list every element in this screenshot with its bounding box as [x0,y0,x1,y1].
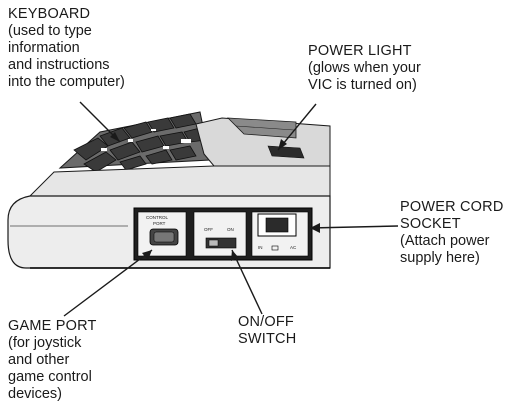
game-port-desc-line-1: (for joystick [8,335,82,351]
arrowhead-keyboard [110,132,120,142]
game-port-heading: GAME PORT [8,318,97,334]
power-light-heading: POWER LIGHT [308,43,412,59]
arrowhead-game-port [142,250,152,260]
case-bevel [28,165,331,197]
arrowhead-on-off [231,250,239,261]
keyboard-heading: KEYBOARD [8,6,91,22]
key-highlights [101,129,191,151]
keyboard-keys [73,113,207,173]
power-light-desc-line-2: VIC is turned on) [308,77,417,93]
control-port-label-line2: PORT [153,221,166,226]
ridge-line [235,125,295,131]
game-port-desc-line-2: and other [8,352,70,368]
switch-bay [193,211,247,257]
power-cord-desc-line-1: (Attach power [400,233,490,249]
power-socket-hole [265,217,289,233]
power-light-desc-line-1: (glows when your [308,60,421,76]
power-cord-desc-line-2: supply here) [400,250,480,266]
leader-game-port [63,249,153,317]
keyboard-desc-line-3: and instructions [8,57,110,73]
callout-power-cord-socket: POWER CORD SOCKET (Attach power supply h… [400,199,504,267]
power-cord-heading-line-1: POWER CORD [400,199,504,215]
power-socket-mark [271,245,279,251]
switch-off-label: OFF [204,227,213,232]
game-port-desc-line-4: devices) [8,386,62,402]
callout-game-port: GAME PORT (for joystick and other game c… [8,318,97,403]
callout-on-off-switch: ON/OFF SWITCH [238,314,296,348]
leader-power-cord [309,225,399,229]
switch-on-label: ON [227,227,234,232]
game-port-desc-line-3: game control [8,369,92,385]
leader-arrowheads [110,132,320,261]
power-light-lens [267,145,305,159]
on-off-heading-line-1: ON/OFF [238,314,294,330]
callout-power-light: POWER LIGHT (glows when your VIC is turn… [308,43,421,94]
control-port-inner [153,231,175,243]
arrowhead-power-light [278,139,287,150]
keyboard-desc-line-1: (used to type [8,23,92,39]
control-port-label-line1: CONTROL [146,215,168,220]
callout-keyboard: KEYBOARD (used to type information and i… [8,6,125,91]
switch-toggle [208,239,219,247]
on-off-heading-line-2: SWITCH [238,331,297,347]
power-socket-label-right: AC [290,245,297,250]
arrowhead-power-cord [310,223,320,233]
power-socket-label-left: IN [258,245,263,250]
power-cord-heading-line-2: SOCKET [400,216,461,232]
switch-slot [205,237,237,249]
keyboard-desc-line-2: information [8,40,80,56]
leader-on-off [231,249,263,315]
keyboard-desc-line-4: into the computer) [8,74,125,90]
